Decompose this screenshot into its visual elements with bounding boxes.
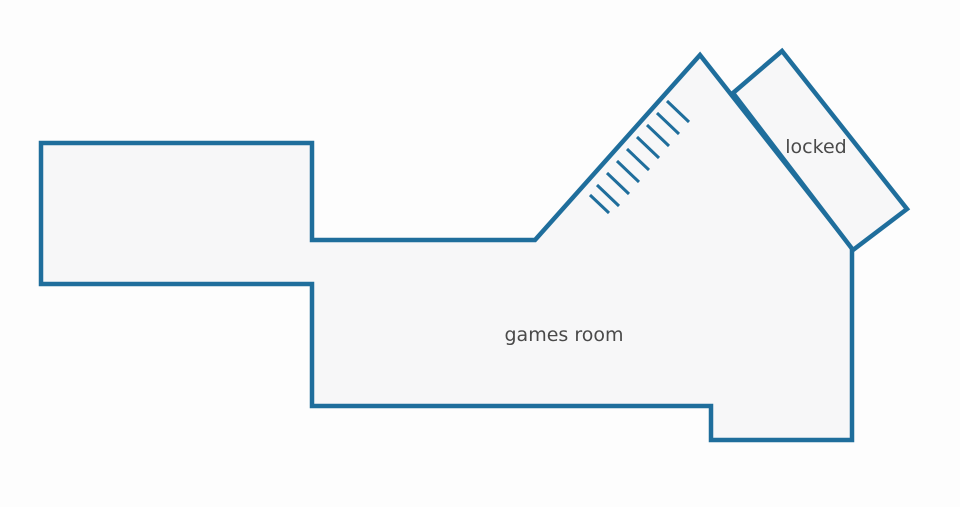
stair-step <box>665 99 691 124</box>
stair-step <box>625 147 651 172</box>
locked-room-floor[interactable] <box>729 47 911 254</box>
stair-step <box>605 171 631 196</box>
stair-step <box>615 159 641 184</box>
stair-step <box>645 123 671 148</box>
stair-step <box>635 135 661 160</box>
staircase-icon <box>588 99 691 215</box>
stair-step <box>595 183 621 208</box>
stair-step <box>588 193 611 215</box>
stair-step <box>655 111 681 136</box>
games-room-label: games room <box>505 324 624 346</box>
locked-room-label: locked <box>785 136 846 158</box>
games-room-floor[interactable] <box>38 51 855 443</box>
